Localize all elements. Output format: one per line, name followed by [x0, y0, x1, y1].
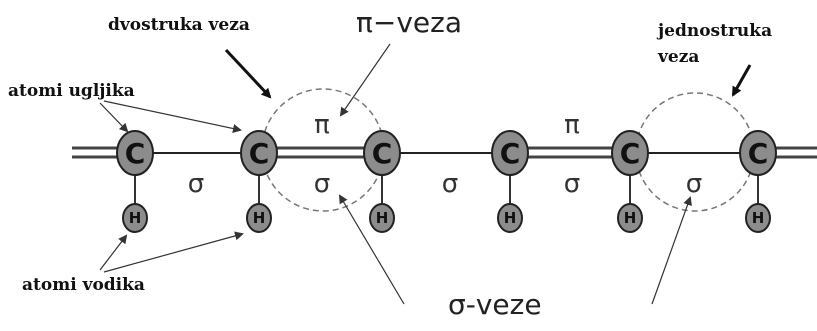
pi-symbol: π: [314, 110, 330, 140]
carbon-atom: C: [611, 130, 649, 176]
carbon-symbol: C: [748, 137, 769, 170]
pi-symbol: π: [564, 110, 580, 140]
hydrogen-atom: H: [745, 203, 771, 233]
carbon-symbol: C: [500, 137, 521, 170]
carbon-atom: C: [116, 130, 154, 176]
carbon-chain-backbone: [72, 146, 817, 159]
hydrogen-symbol: H: [504, 209, 517, 227]
sigma-bonds-label: σ-veze: [448, 288, 542, 321]
sigma-symbol: σ: [314, 169, 330, 199]
double-bond-label: dvostruka veza: [108, 15, 250, 35]
hydrogen-symbol: H: [624, 209, 637, 227]
single-bond-arrow: [731, 64, 752, 97]
sigma-symbol: σ: [442, 169, 458, 199]
hydrogen-atom: H: [246, 203, 272, 233]
carbon-atom: C: [363, 130, 401, 176]
carbon-symbol: C: [372, 137, 393, 170]
hydrogen-symbol: H: [752, 209, 765, 227]
carbon-atoms: C C C C C C: [116, 130, 777, 176]
single-bond-label-line1: jednostruka: [656, 21, 772, 41]
sigma-symbol: σ: [564, 169, 580, 199]
double-bond-arrow: [224, 48, 272, 99]
pi-bond-arrow: [339, 43, 391, 117]
hydrogen-symbol: H: [129, 209, 142, 227]
carbon-arrow-1: [99, 102, 129, 133]
hydrogen-arrow-2: [103, 231, 244, 273]
hydrogen-atoms: H H H H H H: [122, 203, 771, 233]
hydrogen-symbol: H: [376, 209, 389, 227]
sigma-symbol: σ: [686, 169, 702, 199]
sigma-arrow-1: [338, 194, 405, 305]
hydrogen-atoms-label: atomi vodika: [22, 275, 145, 295]
carbon-atom: C: [739, 130, 777, 176]
hydrogen-atom: H: [617, 203, 643, 233]
carbon-symbol: C: [249, 137, 270, 170]
carbon-atom: C: [491, 130, 529, 176]
sigma-symbol: σ: [188, 169, 204, 199]
hydrogen-atom: H: [497, 203, 523, 233]
hydrogen-atom: H: [122, 203, 148, 233]
carbon-atom: C: [240, 130, 278, 176]
annotation-arrows: [99, 43, 752, 305]
single-bond-label-line2: veza: [657, 47, 699, 67]
carbon-symbol: C: [620, 137, 641, 170]
pi-bond-label: π−veza: [356, 6, 462, 39]
hydrogen-symbol: H: [253, 209, 266, 227]
carbon-symbol: C: [125, 137, 146, 170]
carbon-atoms-label: atomi ugljika: [8, 81, 135, 101]
sigma-arrow-2: [651, 196, 692, 305]
bond-symbols: σ σ σ σ σ π π: [188, 110, 702, 199]
carbon-arrow-2: [103, 100, 242, 133]
hydrogen-atom: H: [369, 203, 395, 233]
hydrogen-arrow-1: [99, 234, 128, 271]
